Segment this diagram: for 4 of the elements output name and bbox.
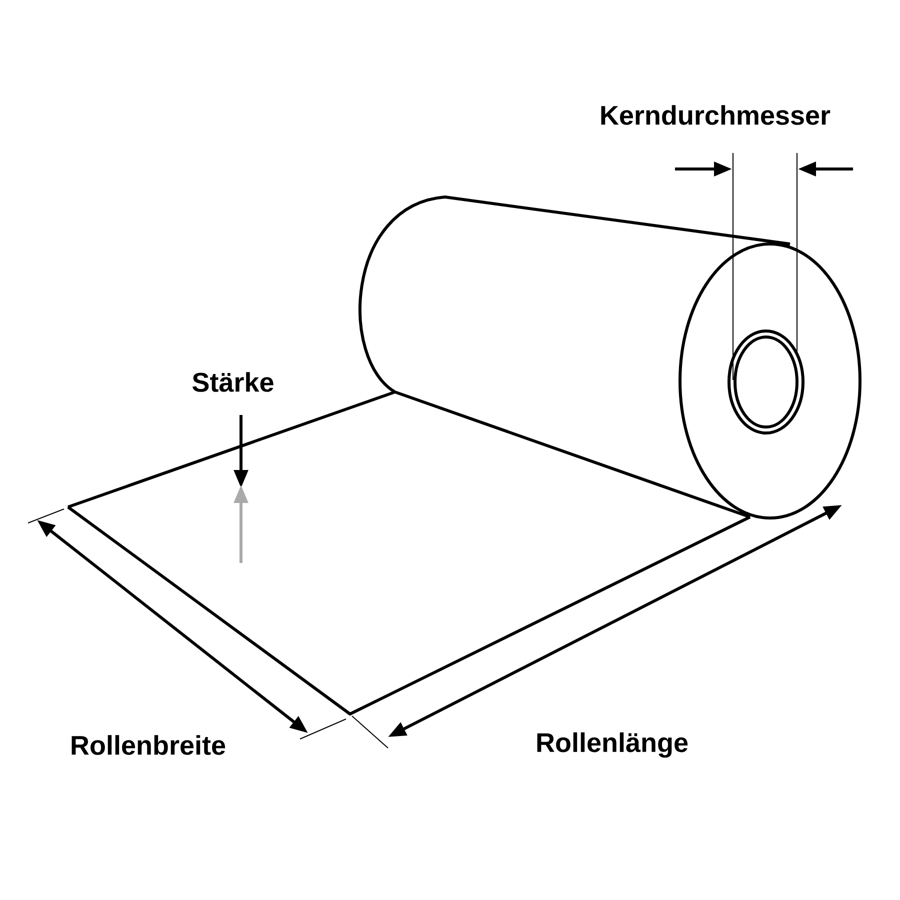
dimension-label: Rollenbreite (72, 735, 226, 755)
dimension-label: Rollenlänge (537, 732, 688, 758)
dimension-label: Stärke (192, 372, 274, 392)
dimension-label: Kerndurchmesser (601, 105, 830, 125)
